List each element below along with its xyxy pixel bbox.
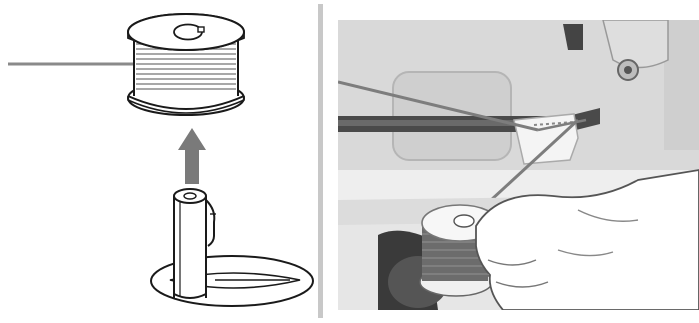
arrow-up-icon — [178, 128, 206, 184]
bobbin-icon — [128, 14, 244, 115]
panel-divider — [318, 4, 323, 318]
bobbin-threading-photo — [338, 20, 699, 310]
bobbin-winding-illustration — [0, 0, 318, 323]
photo-illustration — [338, 20, 699, 310]
bobbin-winding-drawing — [0, 0, 318, 323]
bobbin-winder-spindle-icon — [151, 189, 313, 306]
